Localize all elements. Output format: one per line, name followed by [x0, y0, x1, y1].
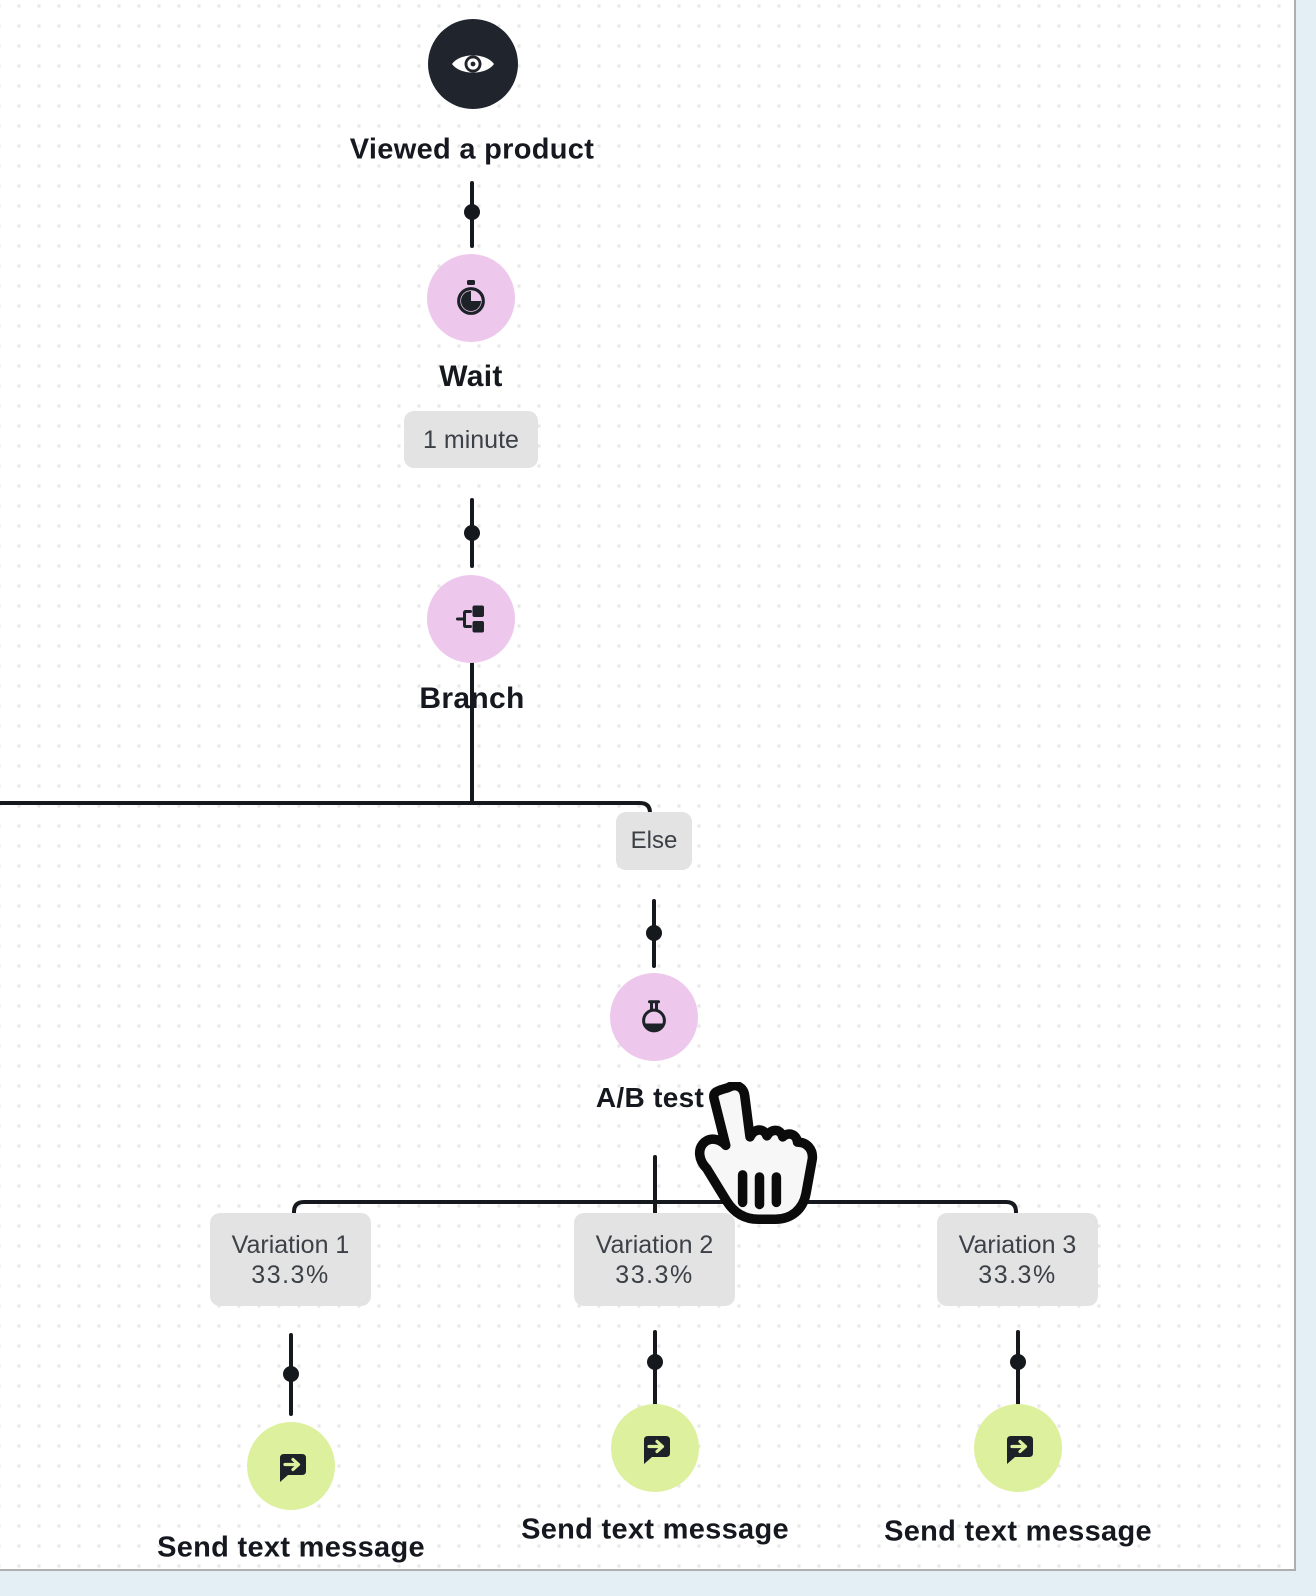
wait-delay-chip[interactable]: 1 minute [404, 411, 538, 468]
branch-icon [456, 605, 484, 633]
pointer-hand-cursor [694, 1082, 818, 1224]
trigger-node-viewed-a-product[interactable] [428, 19, 518, 109]
variation-2-chip[interactable]: Variation 2 33.3% [574, 1213, 735, 1306]
send-message-icon [644, 1436, 670, 1464]
send-text-node-3[interactable] [974, 1404, 1062, 1492]
variation-3-chip[interactable]: Variation 3 33.3% [937, 1213, 1098, 1306]
stopwatch-icon [457, 280, 485, 315]
send-text-label-2: Send text message [521, 1513, 789, 1546]
variation-1-split: 33.3% [251, 1260, 330, 1289]
wait-delay-text: 1 minute [423, 425, 519, 454]
flow-connectors [0, 181, 1026, 1416]
wait-node[interactable] [427, 254, 515, 342]
trigger-label: Viewed a product [349, 133, 595, 166]
wait-label: Wait [439, 360, 503, 393]
send-text-node-1[interactable] [247, 1422, 335, 1510]
branch-node[interactable] [427, 575, 515, 663]
send-message-icon [280, 1454, 306, 1482]
variation-1-chip[interactable]: Variation 1 33.3% [210, 1213, 371, 1306]
ab-test-node[interactable] [610, 973, 698, 1061]
send-message-icon [1007, 1436, 1033, 1464]
ab-test-label: A/B test [595, 1082, 705, 1113]
variation-3-name: Variation 3 [958, 1230, 1077, 1259]
variation-2-name: Variation 2 [595, 1230, 714, 1259]
variation-3-split: 33.3% [978, 1260, 1057, 1289]
variation-2-split: 33.3% [615, 1260, 694, 1289]
send-text-label-3: Send text message [884, 1515, 1152, 1548]
branch-else-chip[interactable]: Else [616, 812, 692, 870]
branch-else-text: Else [630, 827, 678, 854]
flow-canvas[interactable]: Viewed a product Wait 1 minute Branch El… [0, 0, 1296, 1571]
send-text-label-1: Send text message [157, 1531, 425, 1564]
flask-icon [642, 1000, 666, 1033]
branch-label: Branch [419, 682, 525, 715]
eye-icon [452, 55, 494, 73]
send-text-node-2[interactable] [611, 1404, 699, 1492]
variation-1-name: Variation 1 [231, 1230, 350, 1259]
